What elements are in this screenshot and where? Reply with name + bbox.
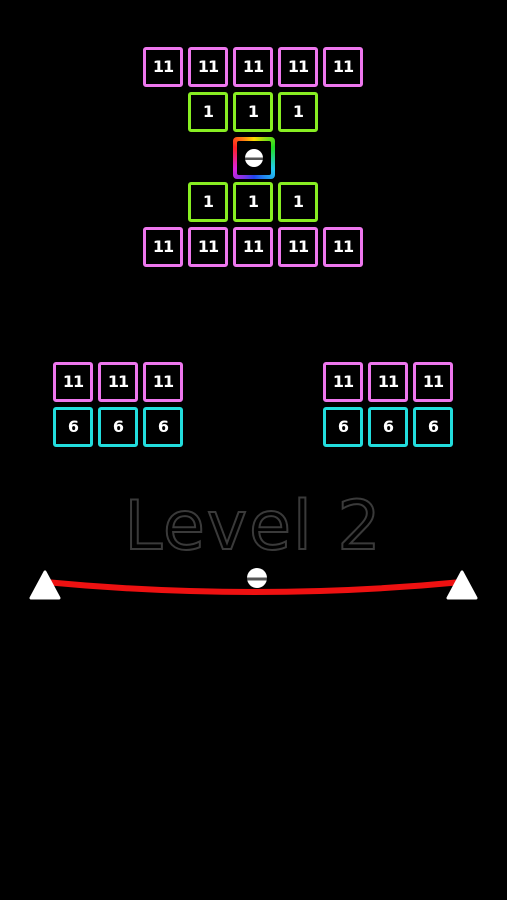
brick-green: 1	[233, 182, 273, 222]
brick-pink: 11	[233, 47, 273, 87]
brick-pink: 11	[368, 362, 408, 402]
brick-pink: 11	[413, 362, 453, 402]
ball-icon	[247, 568, 267, 588]
brick-pink: 11	[323, 362, 363, 402]
brick-green: 1	[233, 92, 273, 132]
brick-cyan: 6	[413, 407, 453, 447]
rope-paddle[interactable]	[42, 579, 465, 595]
brick-pink: 11	[278, 47, 318, 87]
brick-pink: 11	[98, 362, 138, 402]
rainbow-brick-inner	[237, 141, 271, 175]
brick-pink: 11	[188, 227, 228, 267]
brick-green: 1	[188, 92, 228, 132]
ball-icon	[245, 149, 263, 167]
brick-pink: 11	[143, 47, 183, 87]
brick-pink: 11	[278, 227, 318, 267]
brick-cyan: 6	[98, 407, 138, 447]
brick-pink: 11	[233, 227, 273, 267]
brick-pink: 11	[323, 47, 363, 87]
brick-pink: 11	[143, 227, 183, 267]
brick-cyan: 6	[53, 407, 93, 447]
brick-pink: 11	[323, 227, 363, 267]
brick-pink: 11	[53, 362, 93, 402]
brick-pink: 11	[188, 47, 228, 87]
brick-cyan: 6	[143, 407, 183, 447]
brick-pink: 11	[143, 362, 183, 402]
triangle-icon[interactable]	[446, 570, 478, 600]
level-label: Level 2	[123, 486, 383, 567]
brick-green: 1	[278, 92, 318, 132]
brick-cyan: 6	[368, 407, 408, 447]
brick-green: 1	[278, 182, 318, 222]
brick-cyan: 6	[323, 407, 363, 447]
rainbow-extra-ball-brick	[233, 137, 275, 179]
brick-green: 1	[188, 182, 228, 222]
triangle-icon[interactable]	[29, 570, 61, 600]
